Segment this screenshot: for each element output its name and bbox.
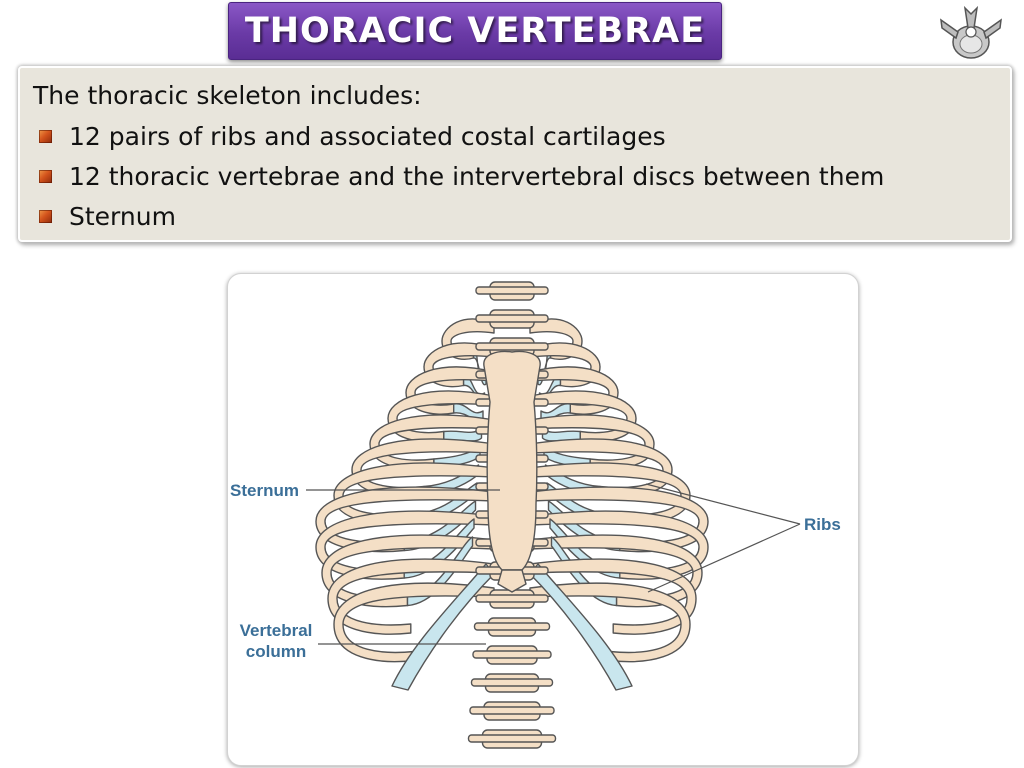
bullet-item: 12 pairs of ribs and associated costal c… bbox=[33, 116, 1010, 156]
thoracic-cage-diagram bbox=[306, 281, 801, 749]
slide-title: THORACIC VERTEBRAE bbox=[244, 11, 706, 51]
transverse-process bbox=[469, 706, 555, 715]
vertebral-column-label-line2: column bbox=[245, 642, 307, 661]
thoracic-cage-figure: Sternum Ribs Vertebral column bbox=[227, 273, 859, 766]
intro-text: The thoracic skeleton includes: bbox=[33, 81, 422, 110]
costal-margin-cartilage bbox=[391, 563, 495, 691]
bullet-text: Sternum bbox=[69, 201, 176, 231]
square-bullet-icon bbox=[39, 209, 52, 223]
slide-title-banner: THORACIC VERTEBRAE bbox=[228, 2, 722, 60]
costal-margin-cartilage bbox=[529, 563, 633, 691]
sternum-body bbox=[483, 350, 541, 571]
square-bullet-icon bbox=[39, 169, 52, 183]
bullet-text: 12 pairs of ribs and associated costal c… bbox=[69, 121, 666, 151]
bullet-item: 12 thoracic vertebrae and the interverte… bbox=[33, 156, 1010, 196]
transverse-process bbox=[473, 622, 551, 631]
ribs-label: Ribs bbox=[804, 515, 841, 534]
square-bullet-icon bbox=[39, 129, 52, 143]
thoracic-skeleton-textbox: The thoracic skeleton includes: 12 pairs… bbox=[18, 66, 1012, 242]
vertebra-icon bbox=[940, 5, 1002, 59]
ribs-leader-line bbox=[647, 523, 801, 593]
sternum-label: Sternum bbox=[230, 481, 299, 500]
vertebral-column-label-line1: Vertebral bbox=[239, 621, 313, 640]
bullet-text: 12 thoracic vertebrae and the interverte… bbox=[69, 161, 885, 191]
xiphoid-process bbox=[497, 569, 527, 593]
bullet-item: Sternum bbox=[33, 196, 1010, 236]
transverse-process bbox=[470, 678, 554, 687]
transverse-process bbox=[475, 286, 549, 295]
transverse-process bbox=[475, 314, 549, 323]
transverse-process bbox=[467, 734, 557, 743]
transverse-process bbox=[475, 594, 549, 603]
ribs-leader-line bbox=[645, 483, 801, 525]
transverse-process bbox=[472, 650, 552, 659]
transverse-process bbox=[475, 342, 549, 351]
vertebral-column-label: Vertebral column bbox=[228, 620, 324, 662]
